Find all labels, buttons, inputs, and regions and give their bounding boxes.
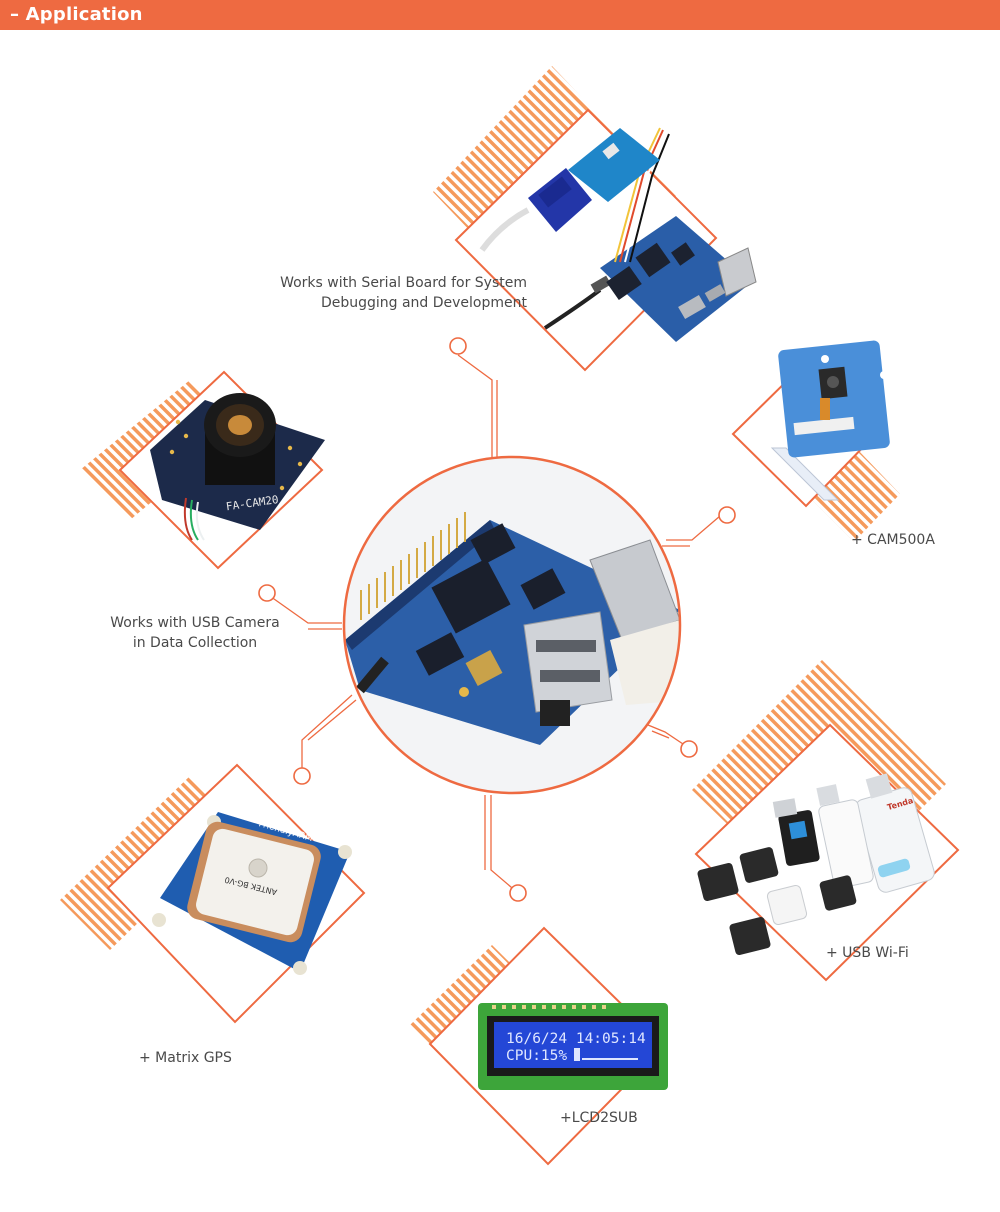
gps-module-icon: FriendlyARM ANTEK BG-V0 bbox=[60, 763, 366, 1024]
serial-caption-line-1: Works with Serial Board for System bbox=[280, 275, 527, 291]
lcd-line-2: CPU:15% bbox=[506, 1048, 567, 1064]
usb-camera-caption-line-1: Works with USB Camera bbox=[110, 615, 280, 631]
lcd-module-icon: 16/6/24 14:05:14 CPU:15% bbox=[410, 926, 668, 1166]
usb-camera-caption-line-2: in Data Collection bbox=[132, 635, 258, 651]
application-illustration: FA-CAM20 bbox=[60, 66, 960, 1166]
connector-nodes bbox=[258, 337, 736, 902]
lcd2sub-caption: +LCD2SUB bbox=[560, 1110, 638, 1126]
serial-board-icon bbox=[433, 66, 757, 372]
section-header: – Application bbox=[0, 0, 1000, 30]
camera-module-icon bbox=[731, 340, 900, 542]
usb-wifi-dongles-icon: Tenda bbox=[692, 660, 960, 982]
section-title-text: Application bbox=[25, 4, 143, 25]
main-board-icon bbox=[342, 455, 682, 795]
lcd-line-1: 16/6/24 14:05:14 bbox=[506, 1031, 646, 1047]
serial-caption-line-2: Debugging and Development bbox=[320, 295, 527, 311]
cam500a-caption: + CAM500A bbox=[851, 532, 935, 548]
matrix-gps-caption: + Matrix GPS bbox=[139, 1050, 232, 1066]
usb-camera-icon: FA-CAM20 bbox=[80, 370, 325, 570]
connector-lines bbox=[266, 354, 721, 894]
usb-camera-caption: Works with USB Camera in Data Collection bbox=[95, 613, 295, 653]
serial-board-caption: Works with Serial Board for System Debug… bbox=[250, 273, 527, 313]
application-diagram: FA-CAM20 bbox=[0, 30, 1000, 1207]
collapse-dash-icon: – bbox=[10, 4, 20, 25]
section-title: – Application bbox=[10, 3, 143, 27]
usb-wifi-caption: + USB Wi-Fi bbox=[826, 945, 909, 961]
